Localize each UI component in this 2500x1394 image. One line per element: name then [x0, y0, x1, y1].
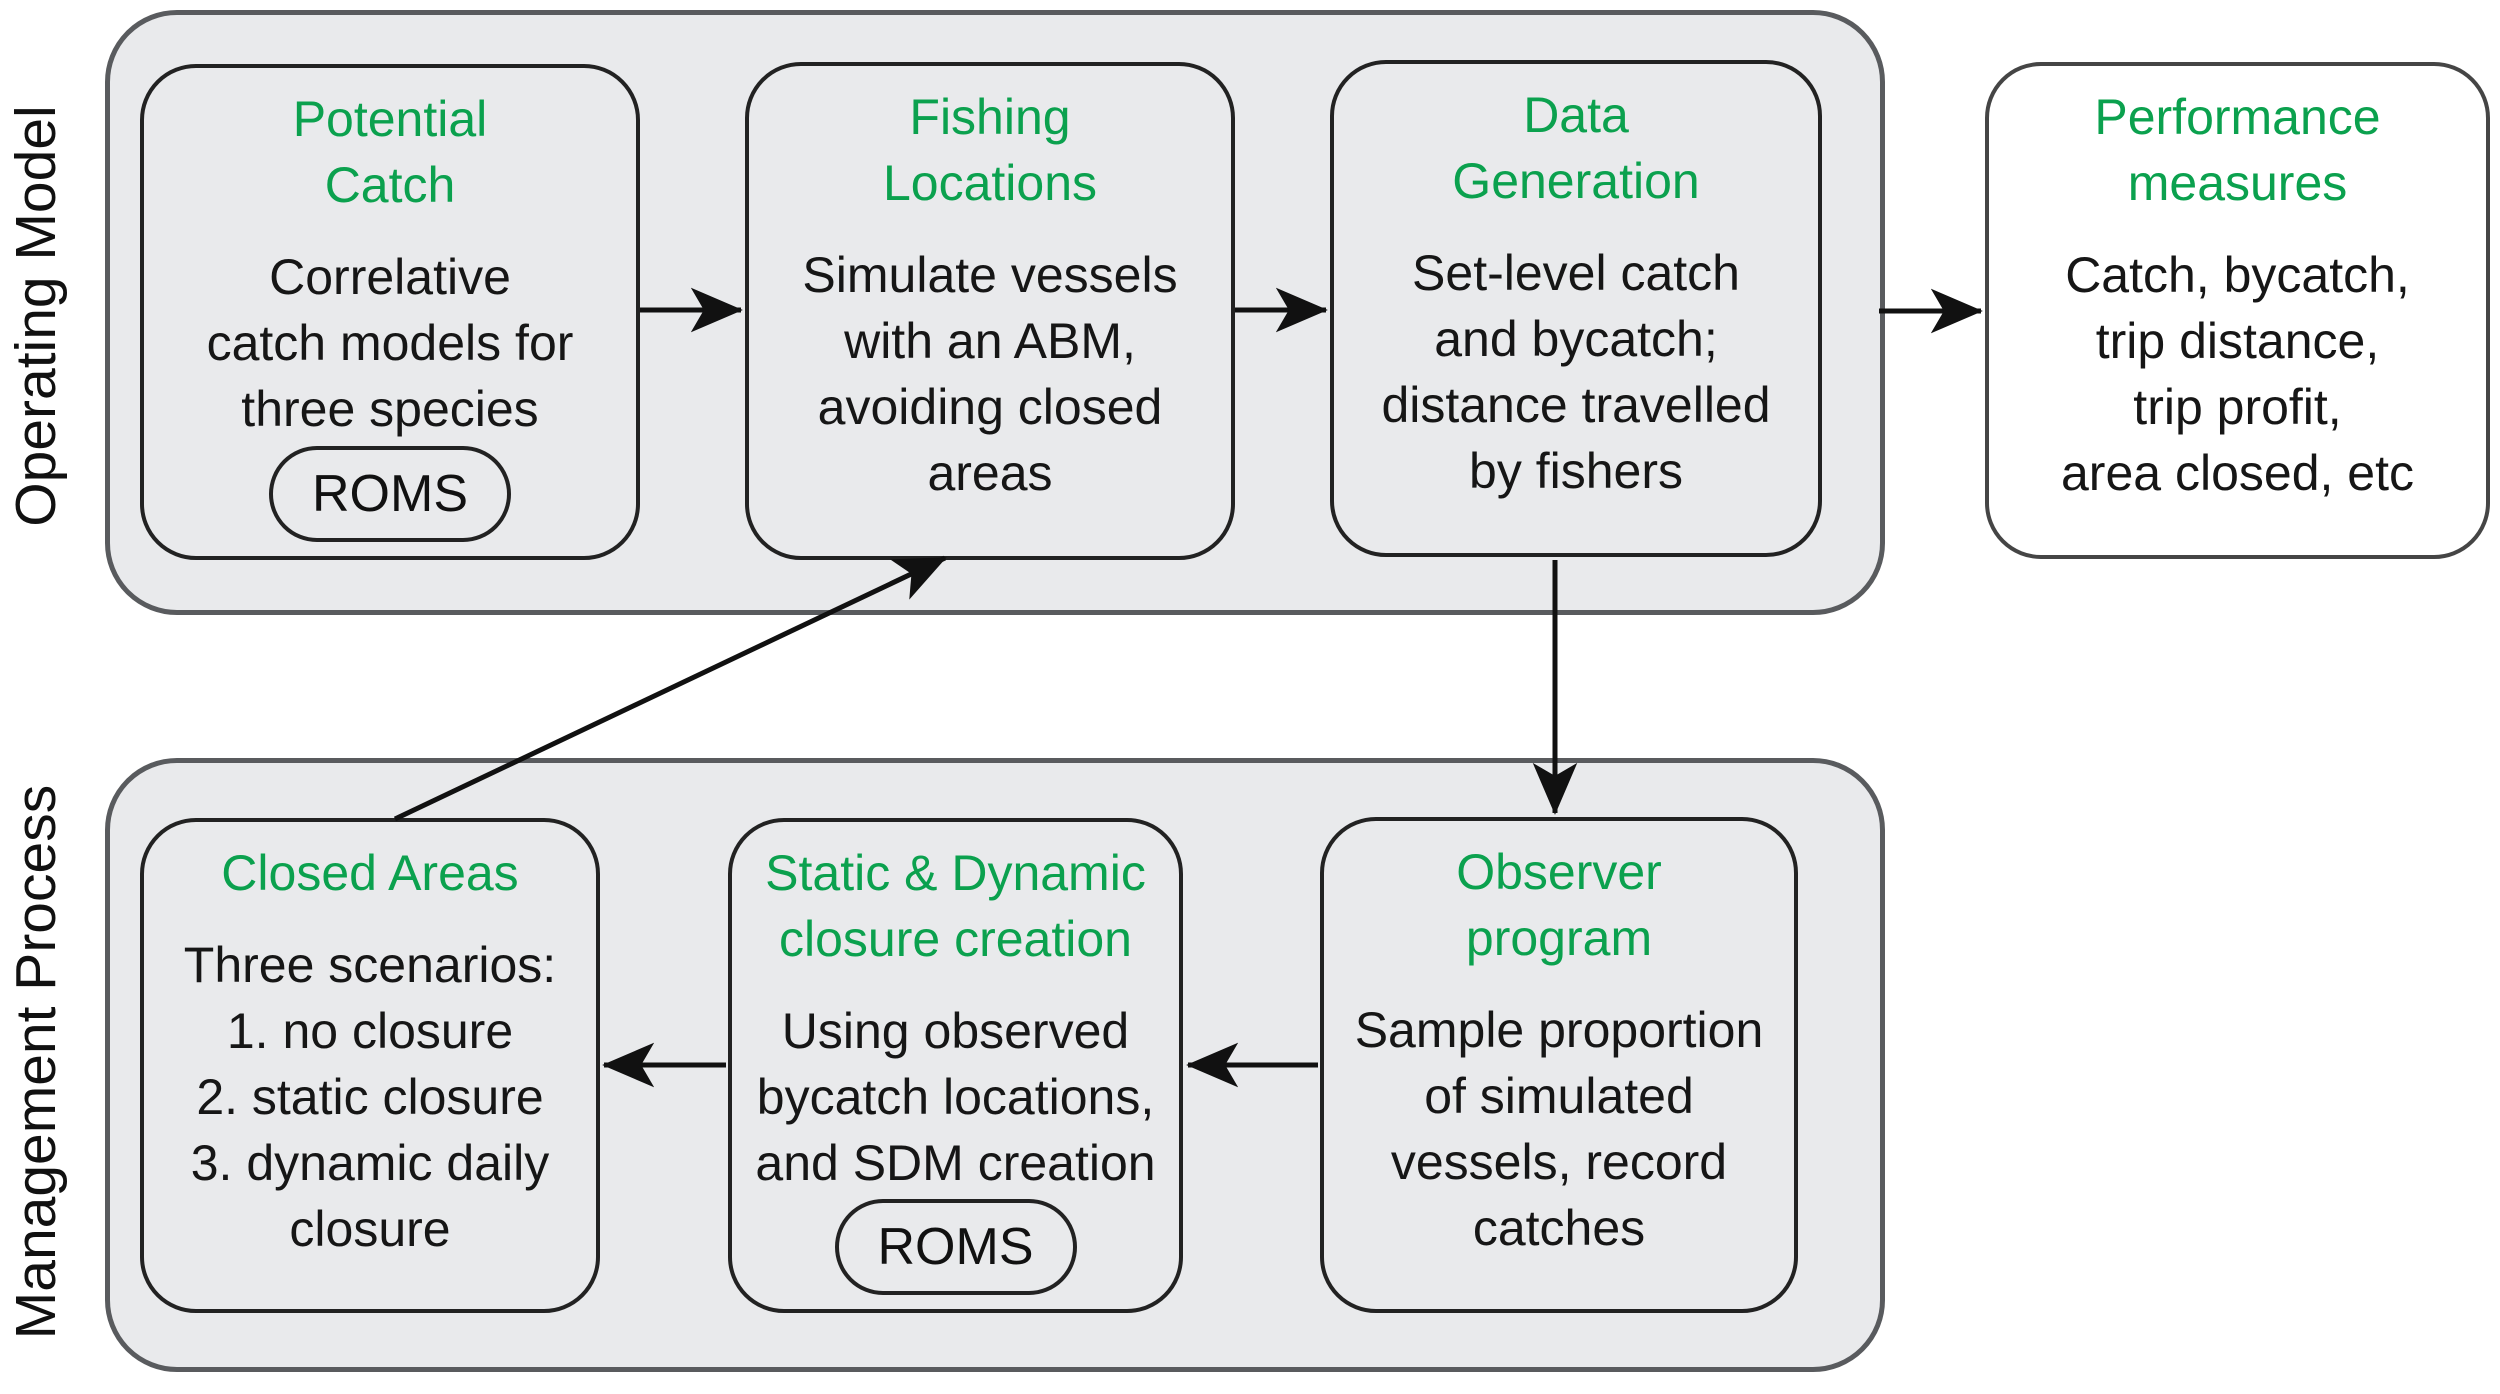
box-data-generation: Data Generation Set-level catch and byca…	[1330, 60, 1822, 557]
observer-program-body: Sample proportion of simulated vessels, …	[1354, 1002, 1764, 1256]
closed-areas-body: Three scenarios: 1. no closure 2. static…	[183, 937, 557, 1257]
potential-catch-body: Correlative catch models for three speci…	[206, 249, 574, 437]
box-performance-measures: Performance measures Catch, bycatch, tri…	[1985, 62, 2490, 559]
box-observer-program: Observer program Sample proportion of si…	[1320, 817, 1798, 1313]
management-process-label: Management Process	[4, 784, 68, 1340]
box-potential-catch: Potential Catch Correlative catch models…	[140, 64, 640, 560]
performance-measures-title: Performance measures	[2094, 89, 2381, 211]
operating-model-label: Operating Model	[4, 105, 68, 527]
box-fishing-locations: Fishing Locations Simulate vessels with …	[745, 62, 1235, 560]
performance-measures-body: Catch, bycatch, trip distance, trip prof…	[2061, 247, 2414, 501]
data-generation-body: Set-level catch and bycatch; distance tr…	[1381, 245, 1771, 499]
closure-creation-title: Static & Dynamic closure creation	[765, 845, 1146, 967]
potential-catch-title: Potential Catch	[292, 91, 488, 213]
box-closure-creation: Static & Dynamic closure creation Using …	[728, 818, 1183, 1313]
roms-tag: ROMS	[269, 446, 511, 542]
data-generation-title: Data Generation	[1452, 87, 1700, 209]
closure-creation-body: Using observed bycatch locations, and SD…	[755, 1003, 1156, 1191]
closed-areas-title: Closed Areas	[221, 845, 519, 901]
observer-program-title: Observer program	[1456, 844, 1662, 966]
box-closed-areas: Closed Areas Three scenarios: 1. no clos…	[140, 818, 600, 1313]
fishing-locations-title: Fishing Locations	[882, 89, 1098, 211]
roms-tag: ROMS	[834, 1199, 1077, 1295]
fishing-locations-body: Simulate vessels with an ABM, avoiding c…	[802, 247, 1178, 501]
